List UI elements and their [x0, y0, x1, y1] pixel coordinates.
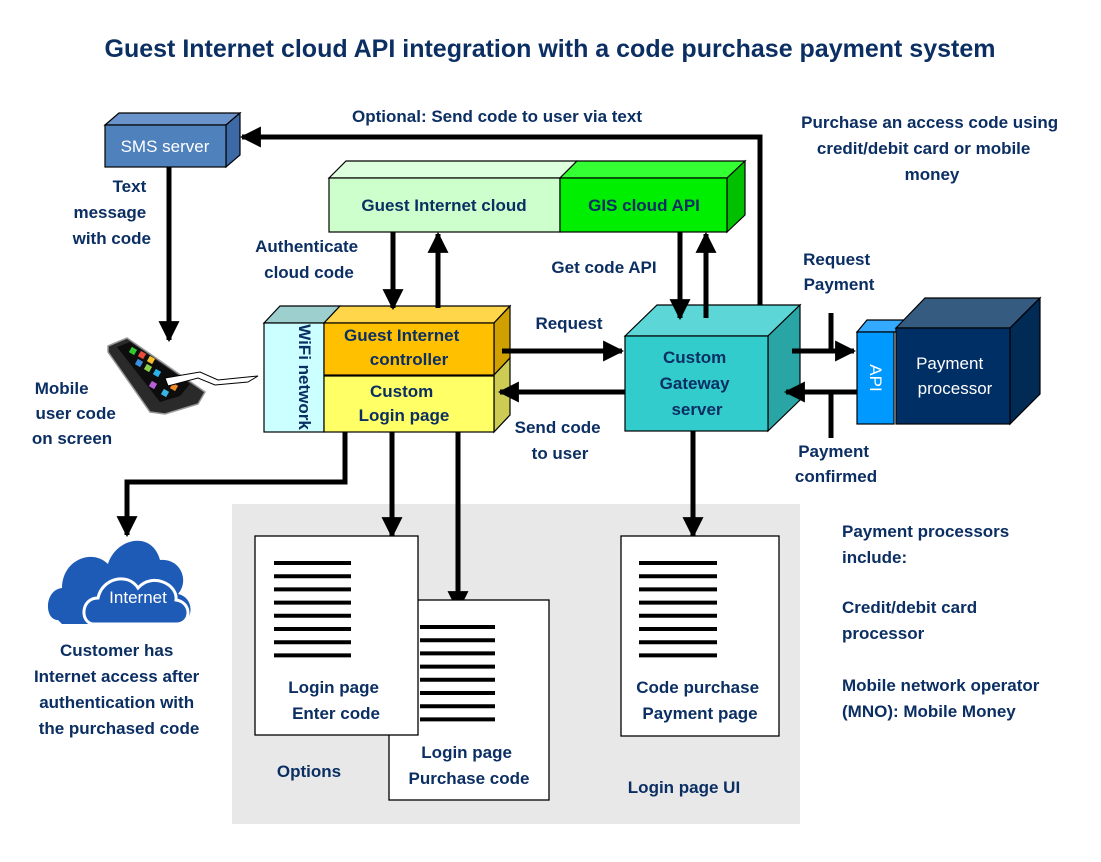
guest-internet-cloud-node[interactable]: Guest Internet cloud	[327, 160, 579, 233]
api-label: API	[866, 364, 885, 391]
label-optional-sms: Optional: Send code to user via text	[352, 107, 642, 126]
label-get-code-api: Get code API	[551, 258, 656, 277]
page-code-purchase-payment[interactable]: Code purchase Payment page	[620, 535, 780, 737]
page-login-enter-code-label: Login page Enter code	[288, 678, 383, 723]
diagram-title: Guest Internet cloud API integration wit…	[105, 35, 996, 63]
payment-processor-node[interactable]: Payment processor	[894, 296, 1042, 426]
note-processors-heading: Payment processors include:	[842, 522, 1014, 567]
sms-server-node[interactable]: SMS server	[103, 111, 242, 169]
gis-cloud-api-node[interactable]: GIS cloud API	[558, 159, 747, 234]
options-label: Options	[277, 762, 341, 781]
wifi-network-node[interactable]: WiFi network	[262, 305, 342, 433]
custom-login-page-node[interactable]: Custom Login page	[323, 356, 511, 434]
guest-internet-cloud-label: Guest Internet cloud	[361, 196, 526, 215]
text-lines-icon	[420, 625, 495, 722]
label-request: Request	[535, 314, 602, 333]
page-login-purchase-code-label: Login page Purchase code	[409, 743, 530, 788]
label-authenticate: Authenticate cloud code	[255, 237, 363, 282]
internet-cloud-label: Internet	[109, 588, 167, 607]
page-code-purchase-payment-label: Code purchase Payment page	[636, 678, 764, 723]
custom-gateway-server-node[interactable]: Custom Gateway server	[623, 303, 802, 433]
note-customer-access: Customer has Internet access after authe…	[34, 641, 204, 738]
internet-cloud-icon[interactable]: Internet	[47, 540, 191, 626]
text-lines-icon	[274, 561, 351, 658]
mobile-phone-icon	[107, 337, 259, 415]
custom-login-page-label: Custom Login page	[359, 382, 450, 425]
text-lines-icon	[639, 561, 717, 658]
note-purchase-access-code: Purchase an access code using credit/deb…	[801, 113, 1063, 184]
gis-cloud-api-label: GIS cloud API	[588, 196, 700, 215]
page-login-enter-code[interactable]: Login page Enter code	[254, 535, 419, 736]
arrow-optional-sms	[239, 126, 763, 305]
label-request-payment: Request Payment	[803, 250, 875, 294]
note-mobile-user-code: Mobile user code on screen	[32, 379, 121, 448]
label-payment-confirmed: Payment confirmed	[795, 442, 877, 486]
arrow-login-to-internet	[116, 432, 348, 538]
login-page-ui-label: Login page UI	[628, 778, 740, 797]
sms-server-label: SMS server	[121, 137, 210, 156]
wifi-network-label: WiFi network	[295, 324, 314, 430]
custom-gateway-server-label: Custom Gateway server	[660, 348, 735, 419]
gi-controller-node[interactable]: Guest Internet controller	[322, 304, 512, 377]
gi-controller-label: Guest Internet controller	[344, 326, 464, 369]
payment-processor-label: Payment processor	[916, 354, 993, 398]
api-node[interactable]: API	[855, 319, 909, 425]
note-processor-card: Credit/debit card processor	[842, 598, 982, 643]
label-send-code: Send code to user	[515, 418, 606, 463]
note-processor-mno: Mobile network operator (MNO): Mobile Mo…	[842, 676, 1044, 721]
label-text-message: Text message with code	[72, 177, 151, 248]
